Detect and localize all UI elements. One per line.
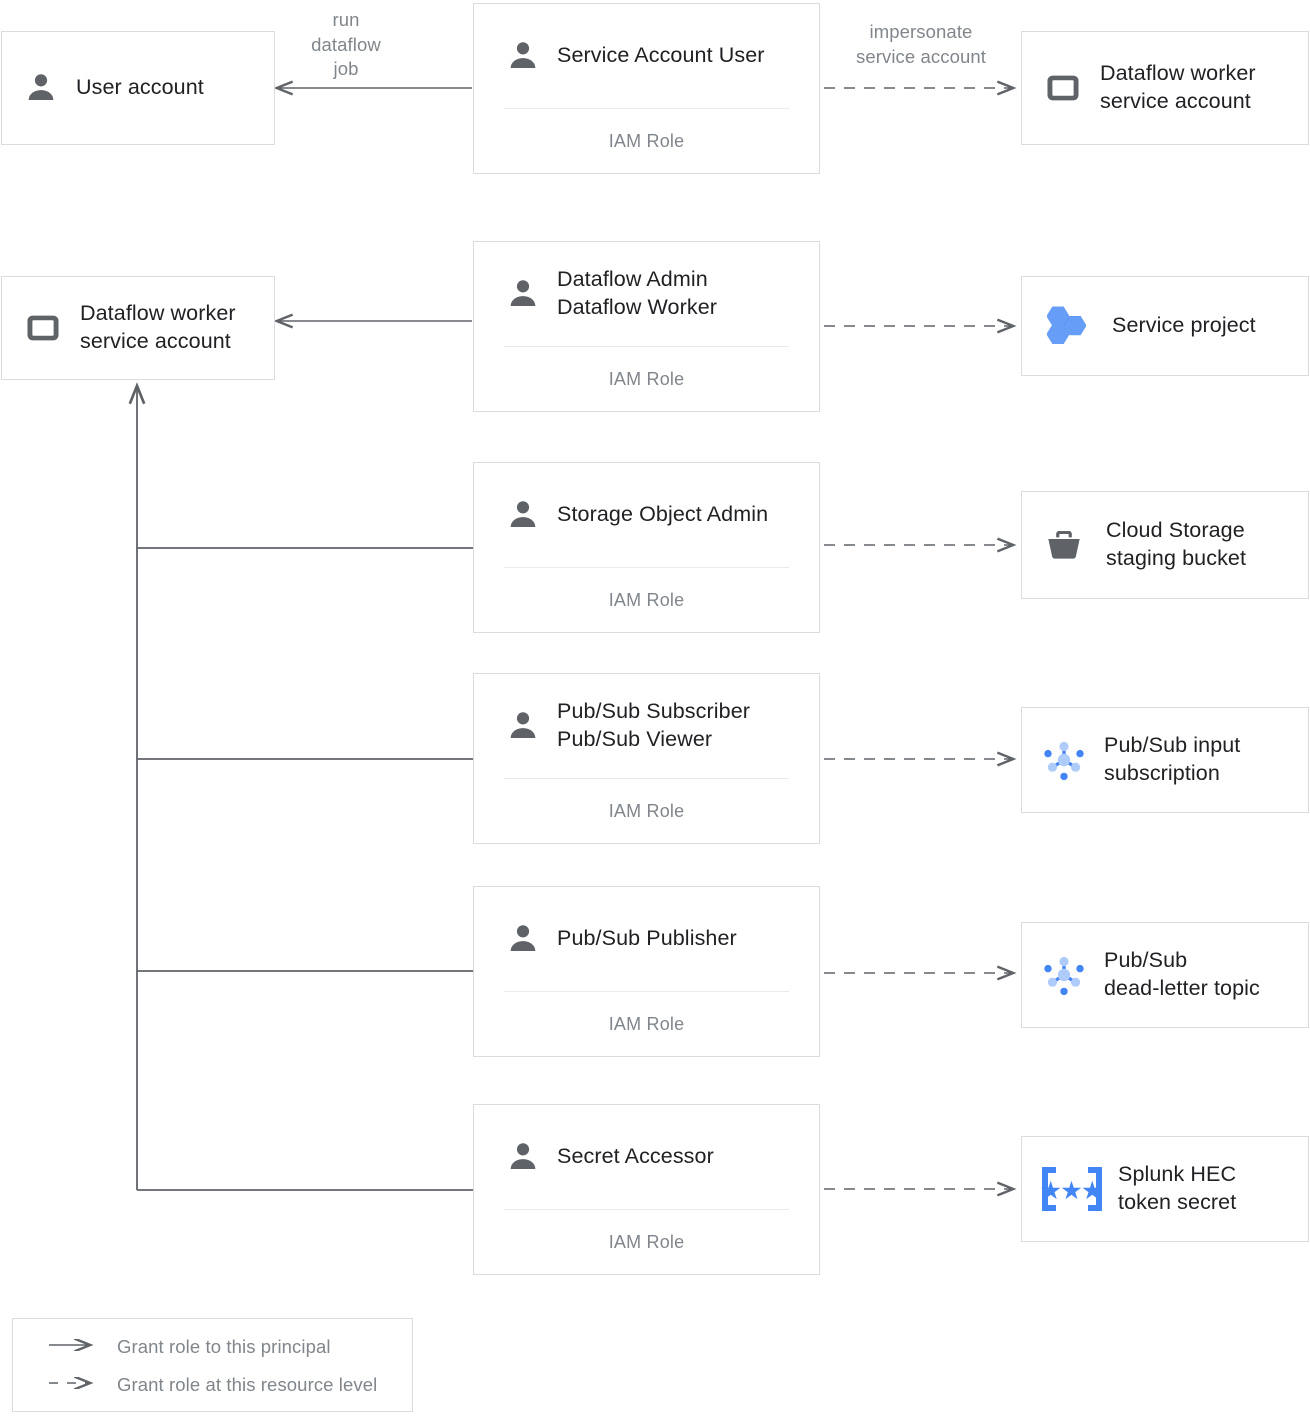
service-account-icon xyxy=(24,309,62,347)
role-names: Pub/Sub Publisher xyxy=(557,926,737,951)
pubsub-icon xyxy=(1040,951,1088,999)
edge-label-run-dataflow-job: run dataflow job xyxy=(311,9,381,80)
role-names: Pub/Sub Subscriber Pub/Sub Viewer xyxy=(557,699,751,751)
role-footer-label: IAM Role xyxy=(608,130,685,151)
legend-label: Grant role to this principal xyxy=(117,1336,331,1357)
role-names: Dataflow Admin Dataflow Worker xyxy=(557,267,718,319)
resource-label: Pub/Sub dead-letter topic xyxy=(1104,948,1260,1000)
legend-label: Grant role at this resource level xyxy=(117,1374,378,1395)
resource-pubsub-dead-letter-topic[interactable]: Pub/Sub dead-letter topic xyxy=(1021,922,1309,1028)
person-icon xyxy=(506,498,540,532)
person-icon xyxy=(506,39,540,73)
cloud-storage-bucket-icon xyxy=(1044,525,1084,565)
legend-item-grant-role-to-principal: Grant role to this principal xyxy=(13,1328,412,1366)
resource-cloud-storage-staging-bucket[interactable]: Cloud Storage staging bucket xyxy=(1021,491,1309,599)
dashed-arrow-icon xyxy=(47,1376,97,1394)
role-card-storage-object-admin[interactable]: Storage Object Admin IAM Role xyxy=(473,462,820,633)
role-card-header: Pub/Sub Subscriber Pub/Sub Viewer xyxy=(474,674,819,778)
divider xyxy=(504,567,789,568)
resource-label: Pub/Sub input subscription xyxy=(1104,733,1241,785)
role-footer-label: IAM Role xyxy=(608,368,685,389)
edge-label-impersonate-service-account: impersonate service account xyxy=(855,21,987,67)
solid-arrow-icon xyxy=(47,1338,97,1356)
role-names: Secret Accessor xyxy=(557,1144,714,1169)
role-names: Service Account User xyxy=(557,43,765,68)
service-account-icon xyxy=(1044,69,1082,107)
resource-pubsub-input-subscription[interactable]: Pub/Sub input subscription xyxy=(1021,707,1309,813)
resource-service-project[interactable]: Service project xyxy=(1021,276,1309,376)
resource-label: Dataflow worker service account xyxy=(1100,61,1256,113)
pubsub-icon xyxy=(1040,736,1088,784)
role-card-pubsub-publisher[interactable]: Pub/Sub Publisher IAM Role xyxy=(473,886,820,1057)
principal-dataflow-worker-service-account[interactable]: Dataflow worker service account xyxy=(1,276,275,380)
person-icon xyxy=(506,1140,540,1174)
role-card-service-account-user[interactable]: Service Account User IAM Role xyxy=(473,3,820,174)
person-icon xyxy=(506,709,540,743)
divider xyxy=(504,108,789,109)
role-card-header: Dataflow Admin Dataflow Worker xyxy=(474,242,819,346)
role-footer-label: IAM Role xyxy=(608,1013,685,1034)
secret-manager-icon xyxy=(1040,1166,1104,1212)
legend: Grant role to this principal Grant role … xyxy=(12,1318,413,1412)
divider xyxy=(504,778,789,779)
divider xyxy=(504,991,789,992)
resource-label: Service project xyxy=(1112,313,1256,338)
resource-dataflow-worker-service-account[interactable]: Dataflow worker service account xyxy=(1021,31,1309,145)
role-card-pubsub-subscriber-viewer[interactable]: Pub/Sub Subscriber Pub/Sub Viewer IAM Ro… xyxy=(473,673,820,844)
principal-user-account-label: User account xyxy=(76,75,204,100)
divider xyxy=(504,346,789,347)
role-footer-label: IAM Role xyxy=(608,800,685,821)
resource-label: Splunk HEC token secret xyxy=(1118,1162,1237,1214)
role-footer-label: IAM Role xyxy=(608,1231,685,1252)
role-card-header: Secret Accessor xyxy=(474,1105,819,1209)
legend-item-grant-role-at-resource-level: Grant role at this resource level xyxy=(13,1366,412,1404)
resource-label: Cloud Storage staging bucket xyxy=(1106,518,1247,570)
person-icon xyxy=(506,922,540,956)
project-hexagons-icon xyxy=(1044,305,1090,347)
person-icon xyxy=(506,277,540,311)
principal-user-account[interactable]: User account xyxy=(1,31,275,145)
person-icon xyxy=(24,71,58,105)
role-footer-label: IAM Role xyxy=(608,589,685,610)
divider xyxy=(504,1209,789,1210)
role-card-header: Service Account User xyxy=(474,4,819,108)
role-card-header: Pub/Sub Publisher xyxy=(474,887,819,991)
resource-splunk-hec-token-secret[interactable]: Splunk HEC token secret xyxy=(1021,1136,1309,1242)
role-card-dataflow-admin-worker[interactable]: Dataflow Admin Dataflow Worker IAM Role xyxy=(473,241,820,412)
role-card-secret-accessor[interactable]: Secret Accessor IAM Role xyxy=(473,1104,820,1275)
role-names: Storage Object Admin xyxy=(557,502,769,527)
role-card-header: Storage Object Admin xyxy=(474,463,819,567)
principal-dataflow-worker-sa-label: Dataflow worker service account xyxy=(80,301,236,353)
